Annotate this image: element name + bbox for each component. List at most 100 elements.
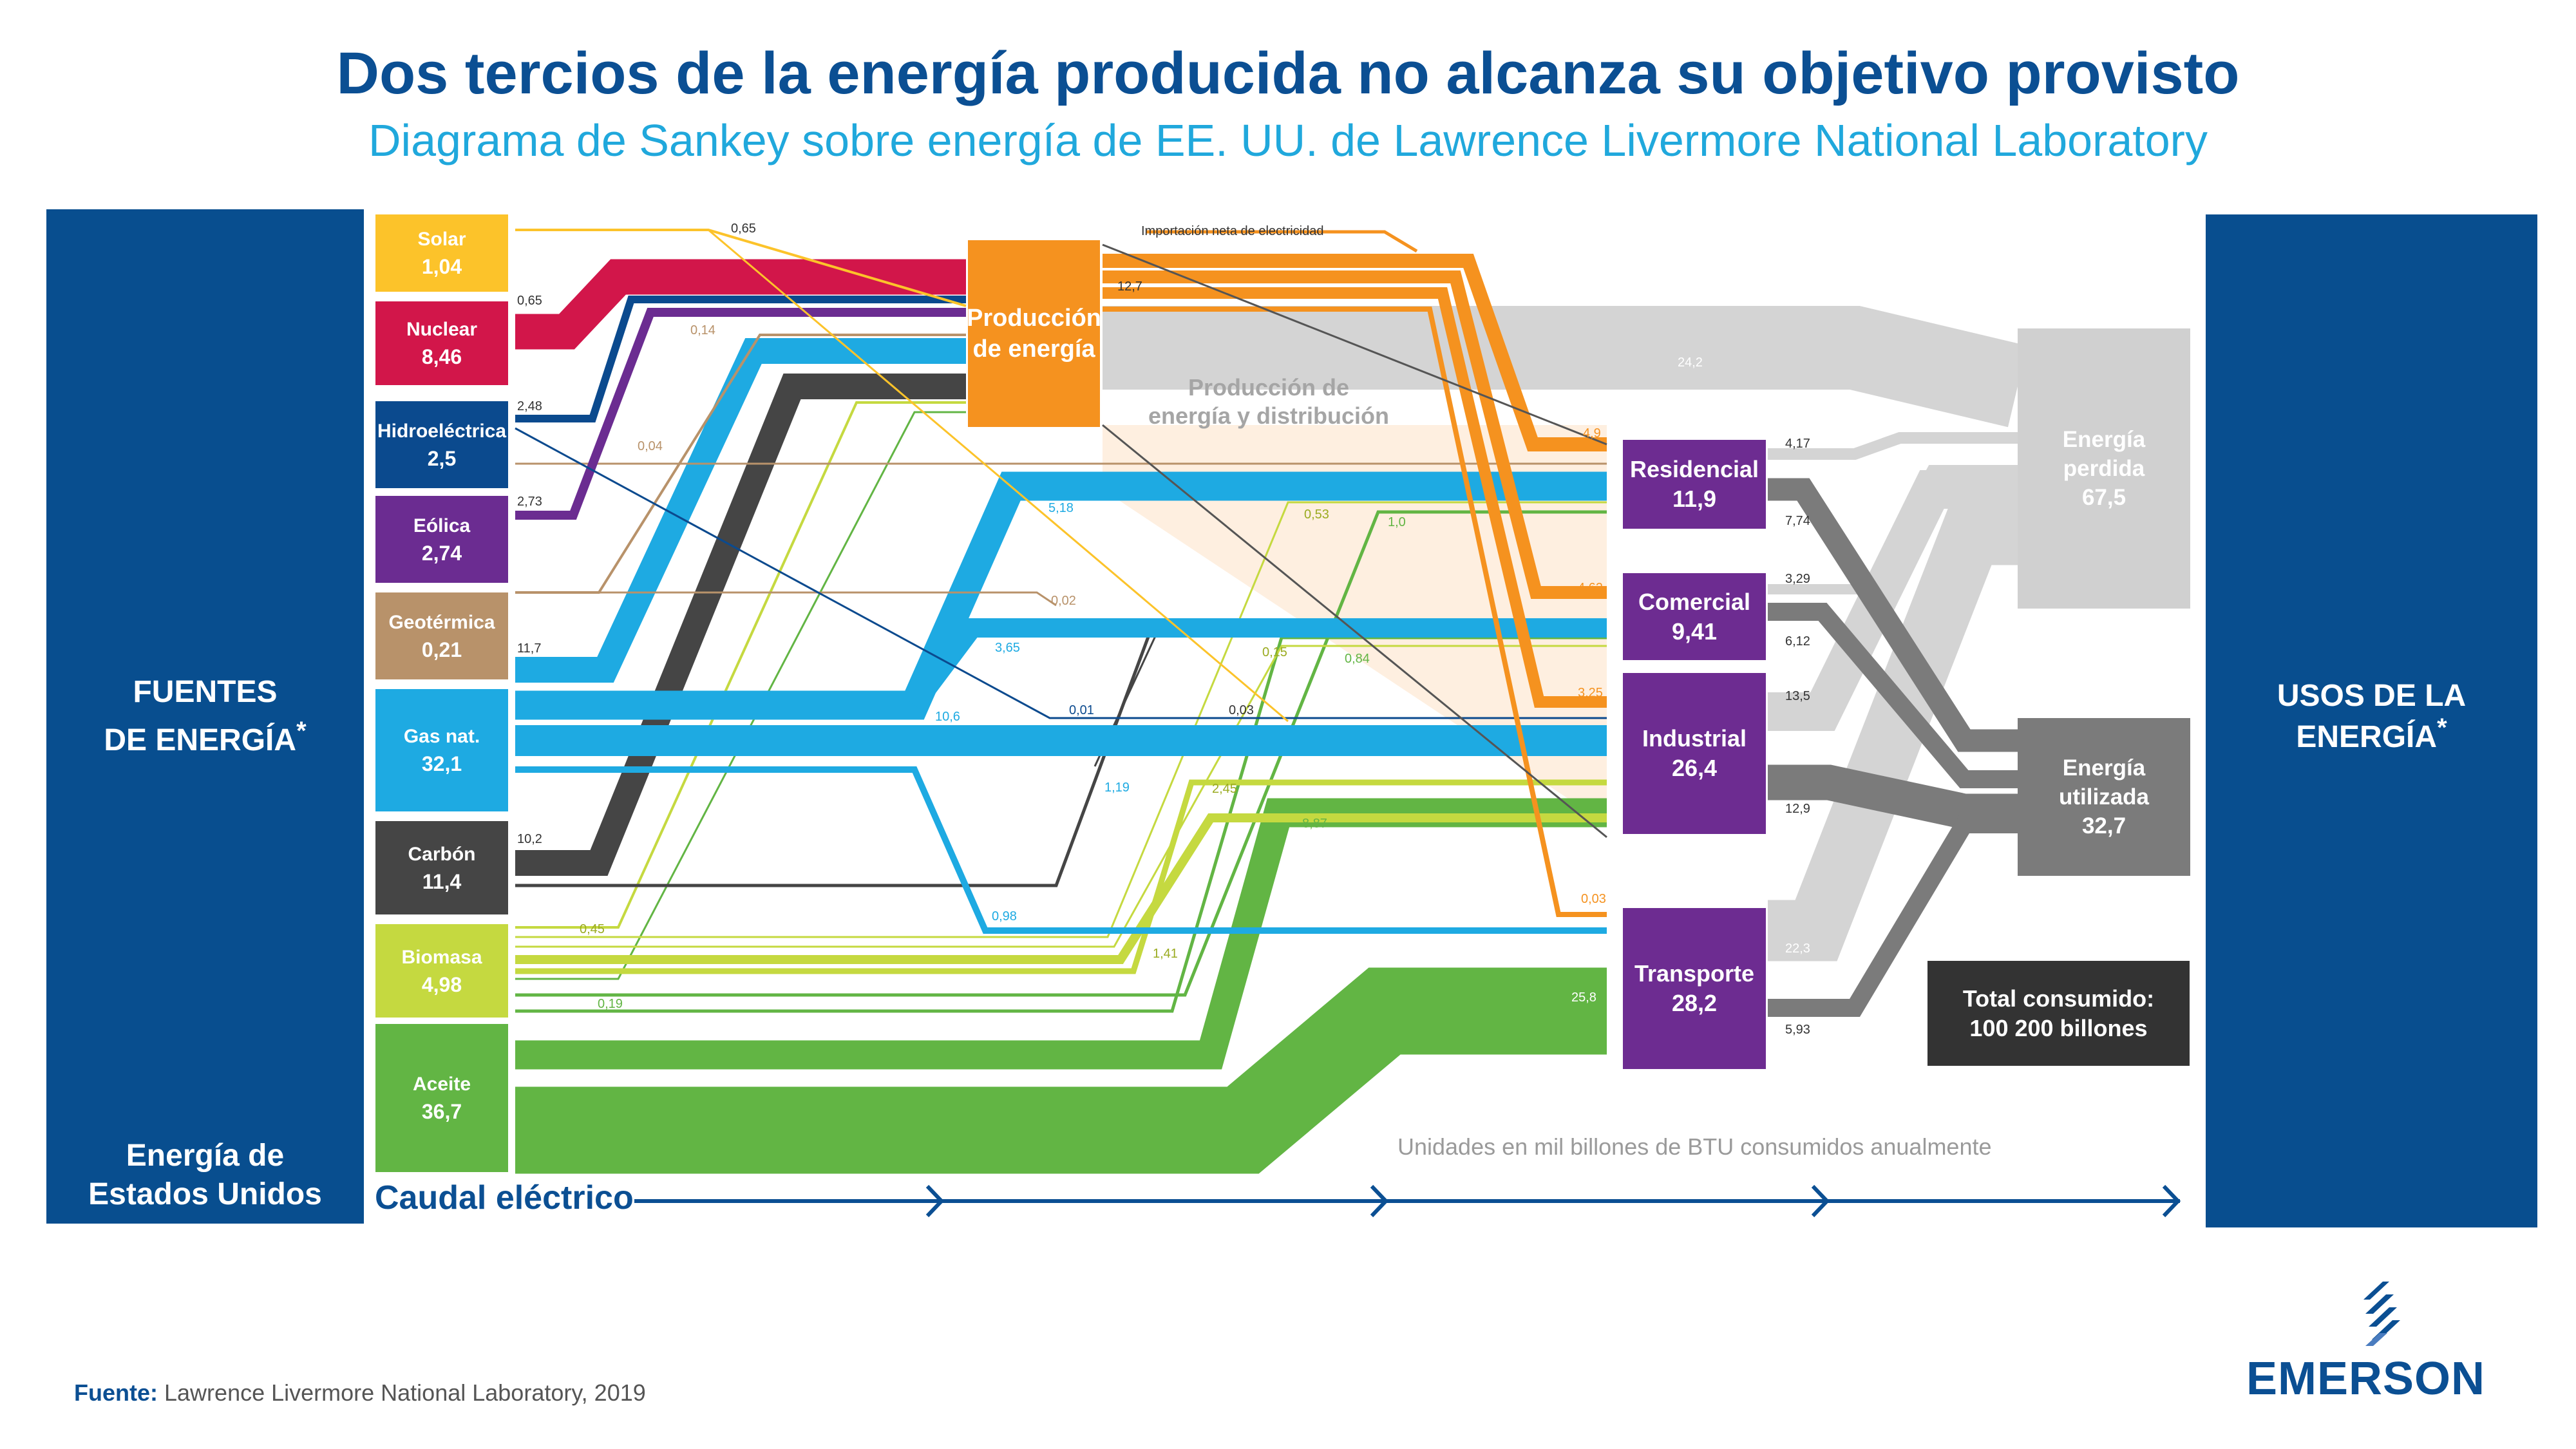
flow-bio-industrial xyxy=(515,813,1607,964)
emerson-logo: EMERSON xyxy=(2246,1353,2486,1405)
uses-panel-title: USOS DE LA ENERGÍA* xyxy=(2277,679,2467,754)
flow-value-label: 10,2 xyxy=(517,832,542,846)
flow-bio-commercial xyxy=(515,645,1607,948)
flow-value-label: 0,15 xyxy=(1262,645,1287,659)
flow-elec-import xyxy=(1146,230,1418,253)
source-citation: Fuente: Lawrence Livermore National Labo… xyxy=(74,1379,646,1406)
flow-value-label: 3,29 xyxy=(1785,572,1810,586)
connector-line xyxy=(1102,243,1607,446)
units-label: Unidades en mil billones de BTU consumid… xyxy=(1397,1133,1992,1160)
flow-value-label: 6,12 xyxy=(1785,634,1810,649)
flow-oil-transport xyxy=(515,967,1607,1174)
flow-hydro-elec xyxy=(515,296,966,422)
flow-elec-residential xyxy=(1103,254,1607,451)
flow-ind-used xyxy=(1768,764,2018,829)
uses-panel: USOS DE LA ENERGÍA* xyxy=(2206,214,2537,1227)
flow-value-label: 2,48 xyxy=(517,399,542,413)
flow-value-label: 3,65 xyxy=(995,641,1020,655)
flow-wind-elec xyxy=(515,308,966,520)
flow-value-label: 22,3 xyxy=(1785,942,1810,956)
flow-gas-commercial xyxy=(907,618,1607,711)
flow-elec-industrial xyxy=(1103,287,1607,708)
flow-value-label: 0,84 xyxy=(1345,652,1370,666)
flow-value-label: 1,19 xyxy=(1104,781,1130,795)
flow-trans-lost xyxy=(1768,504,2018,961)
flow-elec-commercial xyxy=(1103,270,1607,599)
flow-value-label: 4,9 xyxy=(1583,426,1601,440)
flow-gas-residential xyxy=(515,471,1607,720)
flow-solar-residential xyxy=(708,229,1289,723)
flow-value-label: 0,45 xyxy=(580,922,605,936)
flow-value-label: 8,87 xyxy=(1302,817,1327,831)
flow-bio-transport xyxy=(515,779,1607,974)
flow-res-lost xyxy=(1768,432,2018,460)
flow-value-label: 1,41 xyxy=(1153,947,1178,961)
import-label: Importación neta de electricidad xyxy=(1141,224,1324,238)
flow-value-label: 0,01 xyxy=(1069,703,1094,717)
flow-value-label: 2,45 xyxy=(1212,782,1237,796)
sources-panel-footer: Energía de Estados Unidos xyxy=(88,1139,322,1211)
flow-com-used xyxy=(1768,603,2018,788)
sources-panel-title: FUENTES DE ENERGÍA* xyxy=(104,675,307,757)
flow-coal-elec xyxy=(515,374,966,876)
flow-value-label: 0,14 xyxy=(690,323,715,337)
flow-value-label: 0,03 xyxy=(1229,703,1254,717)
flow-arrow-head xyxy=(2162,1184,2181,1218)
flow-value-label: 0,02 xyxy=(1051,594,1076,608)
connector-line xyxy=(1102,424,1607,838)
flow-value-label: 0,65 xyxy=(731,222,756,236)
flow-value-label: 0,53 xyxy=(1304,507,1329,522)
flow-arrow-head xyxy=(925,1184,945,1218)
flow-bio-residential xyxy=(515,501,1607,938)
flow-res-used xyxy=(1768,478,2018,752)
flow-value-label: 2,73 xyxy=(517,495,542,509)
flow-gas-elec xyxy=(515,338,966,683)
flow-gas-transport xyxy=(515,766,1607,934)
flow-value-label: 3,25 xyxy=(1578,686,1603,700)
flow-value-label: 12,7 xyxy=(1117,279,1142,294)
flow-value-label: 24,2 xyxy=(1678,355,1703,370)
flow-value-label: 4,17 xyxy=(1785,437,1810,451)
flow-value-label: 10,6 xyxy=(935,710,960,724)
flow-value-label: 7,74 xyxy=(1785,514,1810,528)
flow-value-label: 12,9 xyxy=(1785,802,1810,816)
flow-value-label: 0,98 xyxy=(992,909,1017,923)
flow-arrow-head xyxy=(1811,1184,1830,1218)
page-title: Dos tercios de la energía producida no a… xyxy=(336,41,2240,106)
flow-direction-label: Caudal eléctrico xyxy=(375,1179,634,1217)
flow-value-label: 0,19 xyxy=(598,997,623,1011)
flow-value-label: 5,93 xyxy=(1785,1023,1810,1037)
flow-geo-residential xyxy=(515,591,1057,607)
flow-elec-lost xyxy=(1103,306,2027,428)
flow-value-label: 0,03 xyxy=(1581,892,1606,906)
flow-value-label: 0,65 xyxy=(517,294,542,308)
flow-value-label: 13,5 xyxy=(1785,689,1810,703)
emerson-logo-mark xyxy=(2363,1282,2400,1346)
flow-value-label: 1,0 xyxy=(1388,515,1406,529)
flow-value-label: 11,7 xyxy=(517,641,542,656)
distribution-label: Producción de energía y distribución xyxy=(1148,374,1390,429)
flow-value-label: 25,8 xyxy=(1571,990,1596,1005)
page-subtitle: Diagrama de Sankey sobre energía de EE. … xyxy=(368,115,2208,166)
flow-hydro-industrial xyxy=(515,427,1607,719)
flow-value-label: 0,04 xyxy=(638,439,663,453)
source-natural-gas: Gas nat.32,1 xyxy=(375,689,508,811)
total-consumed-box: Total consumido:100 200 billones xyxy=(1927,961,2190,1066)
flow-arrow-head xyxy=(1370,1184,1389,1218)
